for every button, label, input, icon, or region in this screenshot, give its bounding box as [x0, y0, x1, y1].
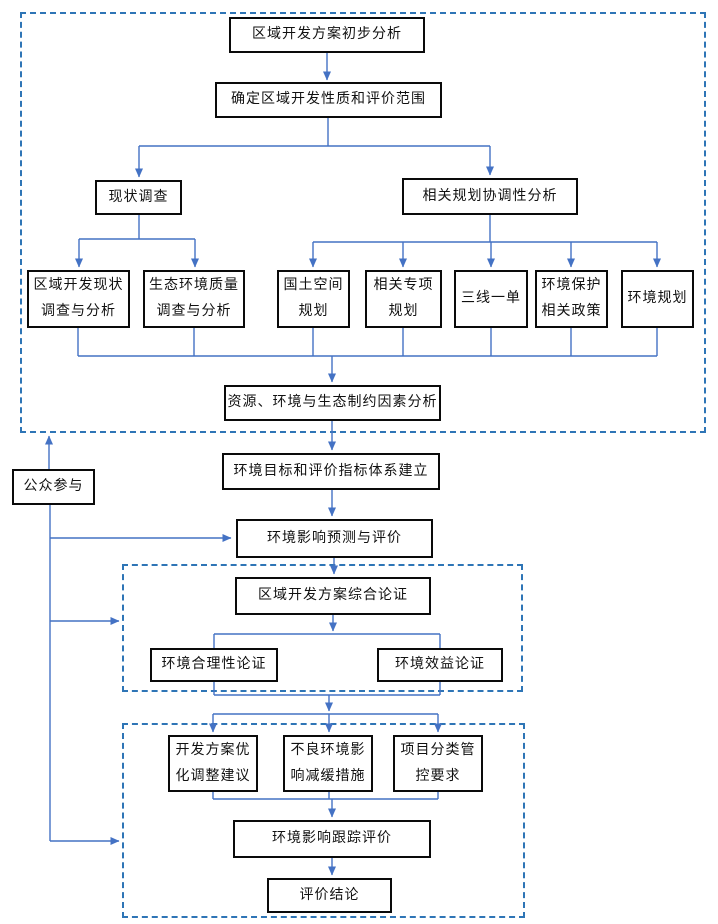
- node-impact-prediction: 环境影响预测与评价: [236, 519, 433, 558]
- node-define-scope: 确定区域开发性质和评价范围: [215, 82, 442, 118]
- node-optimization-suggestion: 开发方案优 化调整建议: [168, 735, 258, 792]
- node-public-participation: 公众参与: [12, 469, 95, 505]
- node-env-rationality: 环境合理性论证: [150, 648, 278, 682]
- node-preliminary-analysis: 区域开发方案初步分析: [229, 17, 425, 53]
- node-eco-env-quality: 生态环境质量 调查与分析: [143, 270, 245, 328]
- node-planning-coordination: 相关规划协调性分析: [402, 178, 578, 215]
- node-env-planning: 环境规划: [621, 270, 694, 328]
- node-project-classification: 项目分类管 控要求: [393, 735, 483, 792]
- node-regional-dev-status: 区域开发现状 调查与分析: [27, 270, 130, 328]
- node-constraint-analysis: 资源、环境与生态制约因素分析: [224, 385, 441, 421]
- analysis-stage-dashed-group: [20, 12, 706, 433]
- node-tracking-evaluation: 环境影响跟踪评价: [233, 820, 431, 858]
- node-env-targets: 环境目标和评价指标体系建立: [222, 453, 440, 490]
- node-conclusion: 评价结论: [267, 878, 392, 913]
- node-three-lines-one-list: 三线一单: [454, 270, 528, 328]
- node-special-planning: 相关专项 规划: [365, 270, 442, 328]
- node-status-survey: 现状调查: [95, 180, 182, 215]
- node-comprehensive-demonstration: 区域开发方案综合论证: [235, 577, 431, 615]
- node-mitigation-measures: 不良环境影 响减缓措施: [283, 735, 373, 792]
- node-territorial-planning: 国土空间 规划: [277, 270, 350, 328]
- node-env-protection-policy: 环境保护 相关政策: [535, 270, 608, 328]
- node-env-benefit: 环境效益论证: [377, 648, 503, 682]
